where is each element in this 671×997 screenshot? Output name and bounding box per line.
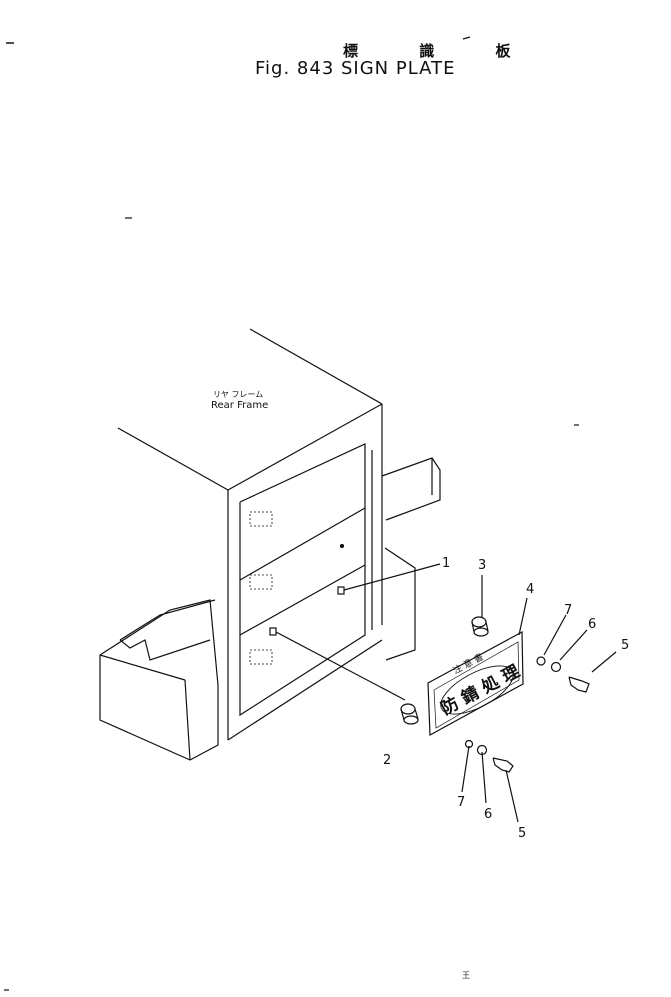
washer-7b xyxy=(464,739,474,749)
leader-6b xyxy=(481,751,487,804)
rear-frame-label-jp: リヤ フレーム xyxy=(213,390,264,399)
spacer-part-2 xyxy=(400,703,416,715)
callout-7b: 7 xyxy=(457,795,466,810)
leader-1 xyxy=(343,563,441,591)
callout-1: 1 xyxy=(442,556,451,571)
leader-7a xyxy=(543,614,567,656)
leader-5b xyxy=(505,769,519,823)
frame-bottom-edge xyxy=(227,639,383,741)
panel-mid-line-1 xyxy=(239,507,366,581)
frame-top-left-edge xyxy=(117,427,229,491)
callout-3: 3 xyxy=(478,558,487,573)
channel-top xyxy=(119,599,216,641)
rear-lower-box xyxy=(384,547,416,661)
rear-frame-label-en: Rear Frame xyxy=(211,400,269,411)
footer-mark: 王 xyxy=(462,971,470,980)
plate-small-text: 注 意 書 xyxy=(451,651,486,677)
leader-7b xyxy=(461,745,470,793)
side-tube xyxy=(381,457,441,521)
washer-6a xyxy=(550,661,562,673)
figure-title: Fig. 843 SIGN PLATE xyxy=(255,58,456,79)
bolt-5a xyxy=(568,676,590,693)
spacer-part-3 xyxy=(471,616,487,628)
callout-6a: 6 xyxy=(588,617,597,632)
leader-6a xyxy=(559,629,588,661)
callout-6b: 6 xyxy=(484,807,493,822)
title-japanese: 標 識 板 xyxy=(343,42,539,60)
callout-7a: 7 xyxy=(564,603,573,618)
leader-4 xyxy=(518,597,528,636)
frame-top-right-edge xyxy=(249,328,383,405)
frame-front-top-edge xyxy=(227,403,383,491)
sign-plate-part-4 xyxy=(427,631,524,736)
callout-5b: 5 xyxy=(518,826,527,841)
panel-mid-line-2 xyxy=(239,564,366,636)
callout-5a: 5 xyxy=(621,638,630,653)
left-block xyxy=(99,599,219,761)
leader-2 xyxy=(275,631,406,701)
callout-4: 4 xyxy=(526,582,535,597)
bolt-5b xyxy=(492,757,514,773)
washer-7a xyxy=(536,656,546,666)
callout-2: 2 xyxy=(383,753,392,768)
washer-6b xyxy=(476,744,488,756)
frame-inner-panel xyxy=(239,443,366,717)
leader-5a xyxy=(591,651,617,673)
